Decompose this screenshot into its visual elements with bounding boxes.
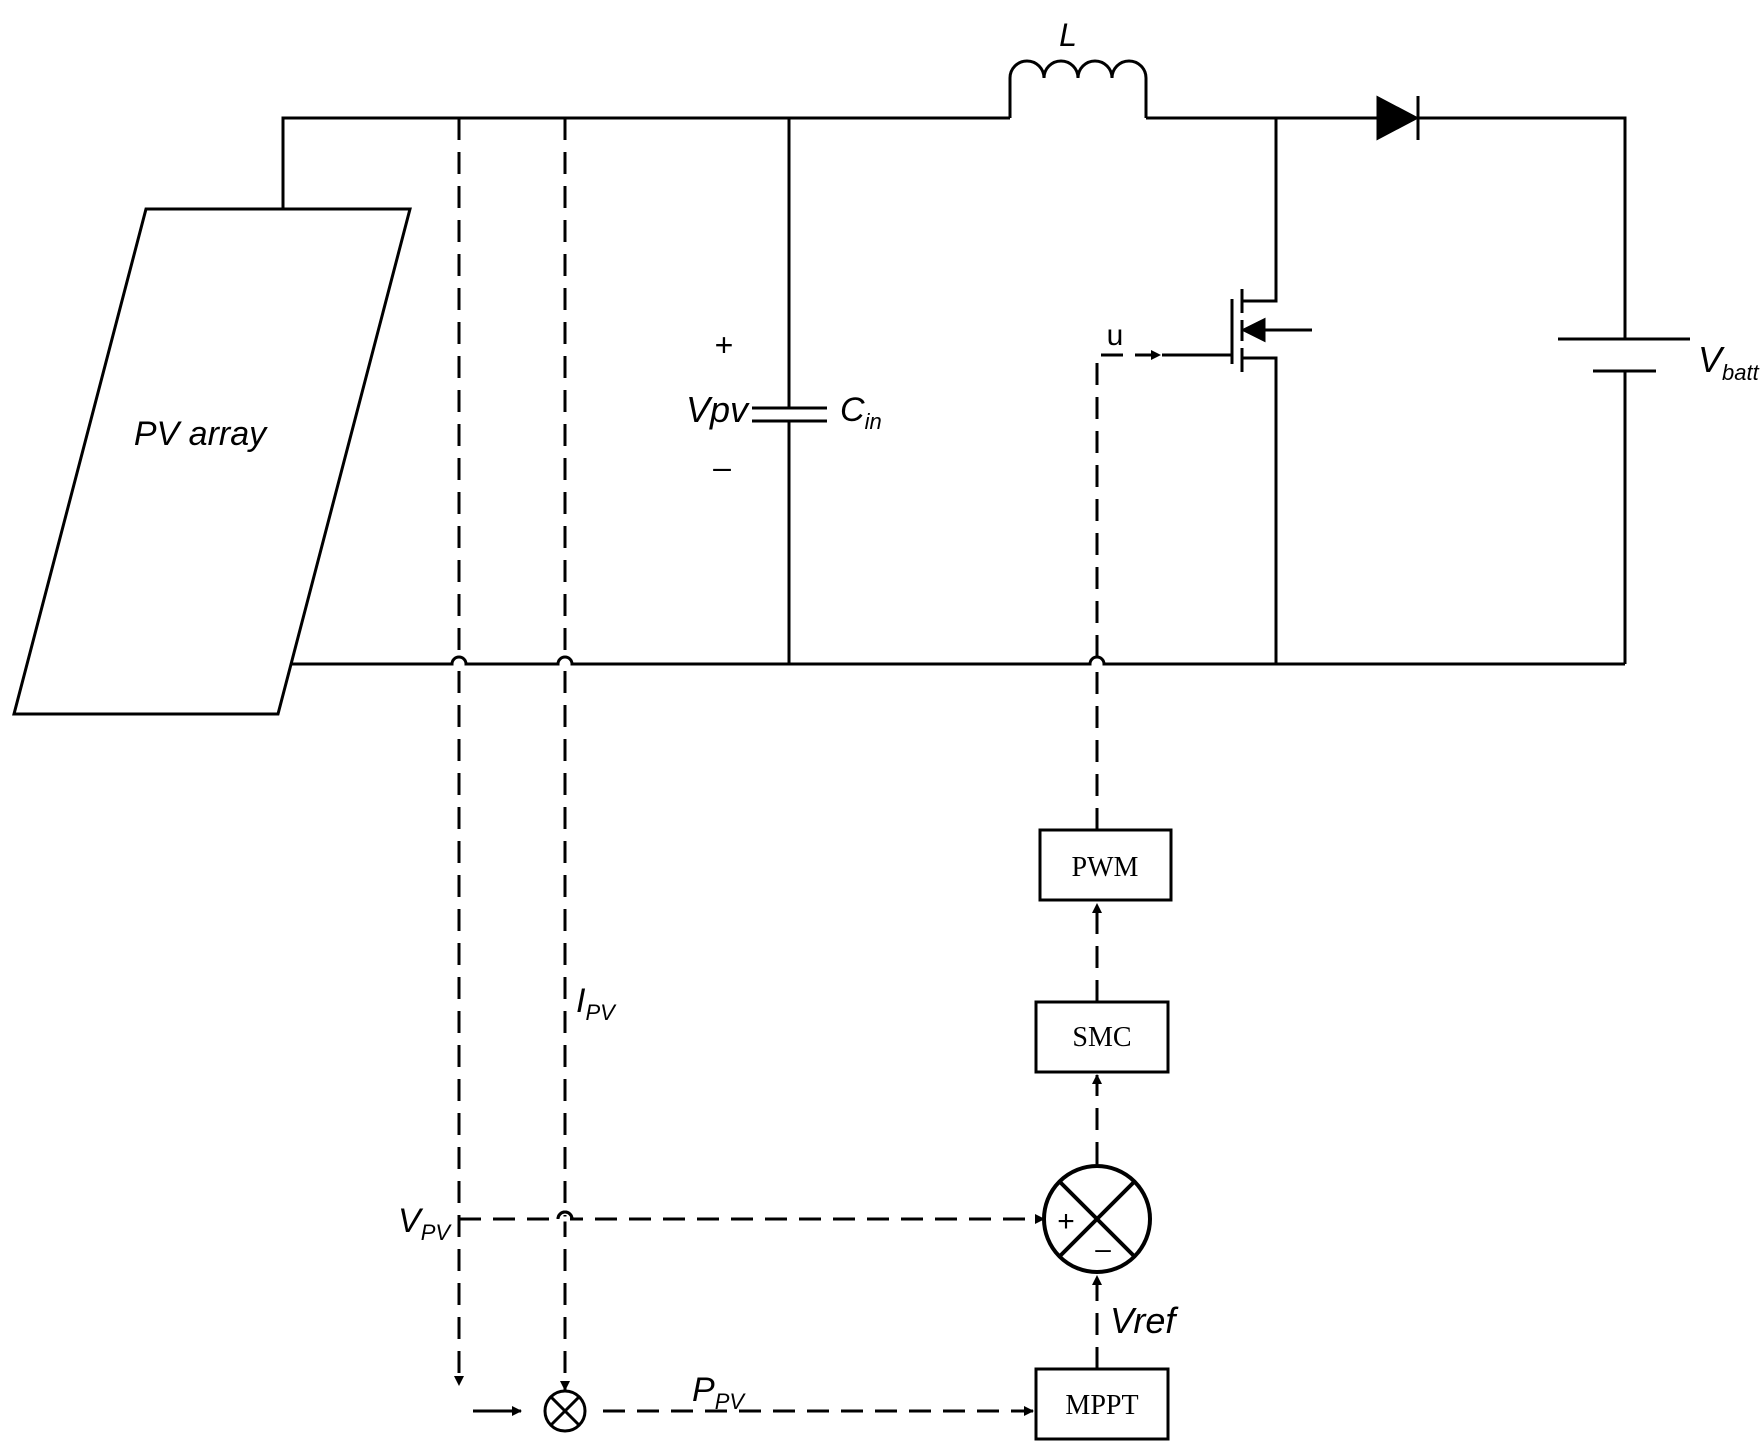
- ppv-label: PPV: [692, 1371, 746, 1414]
- vpv-cap-label: Vpv: [686, 389, 750, 430]
- pwm-block: [1038, 828, 1173, 902]
- cap-label: Cin: [840, 391, 882, 434]
- power-circuit: [12, 59, 1690, 716]
- diode-icon: [1376, 95, 1420, 141]
- inductor-icon: [1008, 59, 1148, 118]
- gate-u-label: u: [1107, 319, 1124, 352]
- ipv-label: IPV: [576, 982, 617, 1025]
- ipv-label-main: I: [576, 982, 586, 1020]
- top-rail-left: [281, 116, 1010, 209]
- vbatt-label-sub: batt: [1722, 360, 1760, 385]
- multiplier-icon: [543, 1389, 587, 1433]
- cap-label-sub: in: [865, 409, 882, 434]
- mppt-label: MPPT: [1065, 1390, 1138, 1421]
- control-signals: [459, 118, 1160, 1416]
- vpv-signal-label: VPV: [398, 1202, 452, 1245]
- top-rail-battery: [1418, 116, 1627, 339]
- vpv-signal-label-sub: PV: [421, 1220, 453, 1245]
- control-blocks: [1034, 828, 1173, 1441]
- vbatt-label: Vbatt: [1698, 339, 1760, 385]
- mppt-block: [1034, 1367, 1170, 1441]
- vpv-hop-arc: [556, 1210, 574, 1220]
- mosfet-source: [1242, 356, 1278, 664]
- ipv-label-sub: PV: [585, 1000, 617, 1025]
- pv-array-panel: [12, 207, 412, 716]
- ppv-label-sub: PV: [715, 1389, 747, 1414]
- vref-label: Vref: [1110, 1300, 1179, 1341]
- vbatt-label-main: V: [1698, 339, 1725, 380]
- mosfet-arrow-icon: [1240, 317, 1266, 343]
- mosfet-drain: [1242, 118, 1278, 303]
- inductor-label: L: [1059, 17, 1077, 53]
- vpv-signal-label-main: V: [398, 1202, 424, 1240]
- smc-label: SMC: [1072, 1022, 1131, 1053]
- cap-label-main: C: [840, 391, 865, 429]
- pwm-to-gate-line: [1095, 355, 1160, 830]
- bottom-rail: [292, 655, 1625, 666]
- pwm-label: PWM: [1072, 852, 1139, 883]
- sum-plus-label: +: [1057, 1205, 1075, 1238]
- sum-minus-label: –: [1095, 1233, 1111, 1264]
- summing-junction-icon: [1042, 1164, 1152, 1274]
- smc-block: [1034, 1000, 1170, 1074]
- cap-minus-label: –: [713, 449, 731, 485]
- pv-array-label: PV array: [134, 415, 268, 453]
- ppv-label-main: P: [692, 1371, 715, 1409]
- cap-plus-label: +: [715, 327, 734, 363]
